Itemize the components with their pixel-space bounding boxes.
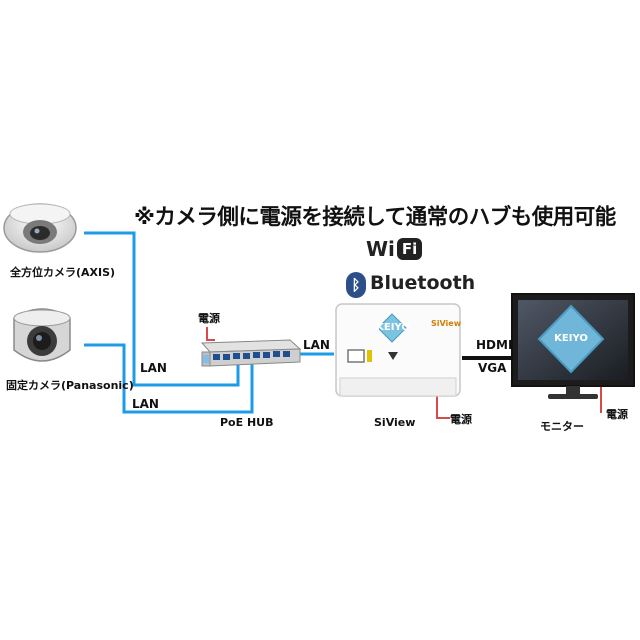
monitor-power-label: 電源 xyxy=(606,408,628,421)
wifi-logo-left: Wi xyxy=(366,237,395,261)
siview-power-label: 電源 xyxy=(450,413,472,426)
lan-label-panasonic: LAN xyxy=(132,397,159,411)
monitor-icon xyxy=(511,293,635,399)
lan-cable-panasonic xyxy=(84,343,254,414)
siview-brand-text: SiView xyxy=(431,319,462,328)
panasonic-camera-icon xyxy=(13,308,71,362)
bluetooth-label: Bluetooth xyxy=(370,272,476,294)
lan-cables xyxy=(84,231,334,414)
headline: ※カメラ側に電源を接続して通常のハブも使用可能 xyxy=(134,205,616,230)
hub-power-label: 電源 xyxy=(198,312,220,325)
lan-cable-axis xyxy=(84,231,240,387)
monitor-logo-text: KEIYO xyxy=(554,333,588,344)
siview-label: SiView xyxy=(374,416,416,429)
lan-label-hub-siview: LAN xyxy=(303,338,330,352)
power-cable-hub xyxy=(206,327,215,341)
axis-camera-label: 全方位カメラ(AXIS) xyxy=(10,266,116,279)
wifi-logo-right: Fi xyxy=(396,238,423,260)
siview-device-icon xyxy=(335,303,461,397)
bluetooth-icon: ᛒ xyxy=(346,272,366,298)
poe-hub-icon xyxy=(200,339,302,367)
siview-logo-text: KEIYO xyxy=(376,322,410,333)
monitor-label: モニター xyxy=(540,420,584,433)
lan-label-axis: LAN xyxy=(140,361,167,375)
hdmi-label: HDMI xyxy=(476,338,513,352)
panasonic-camera-label: 固定カメラ(Panasonic) xyxy=(6,379,134,392)
axis-camera-icon xyxy=(3,203,77,253)
wifi-logo: Wi Fi xyxy=(366,236,423,262)
poe-hub-label: PoE HUB xyxy=(220,416,274,429)
vga-label: VGA xyxy=(478,361,507,375)
